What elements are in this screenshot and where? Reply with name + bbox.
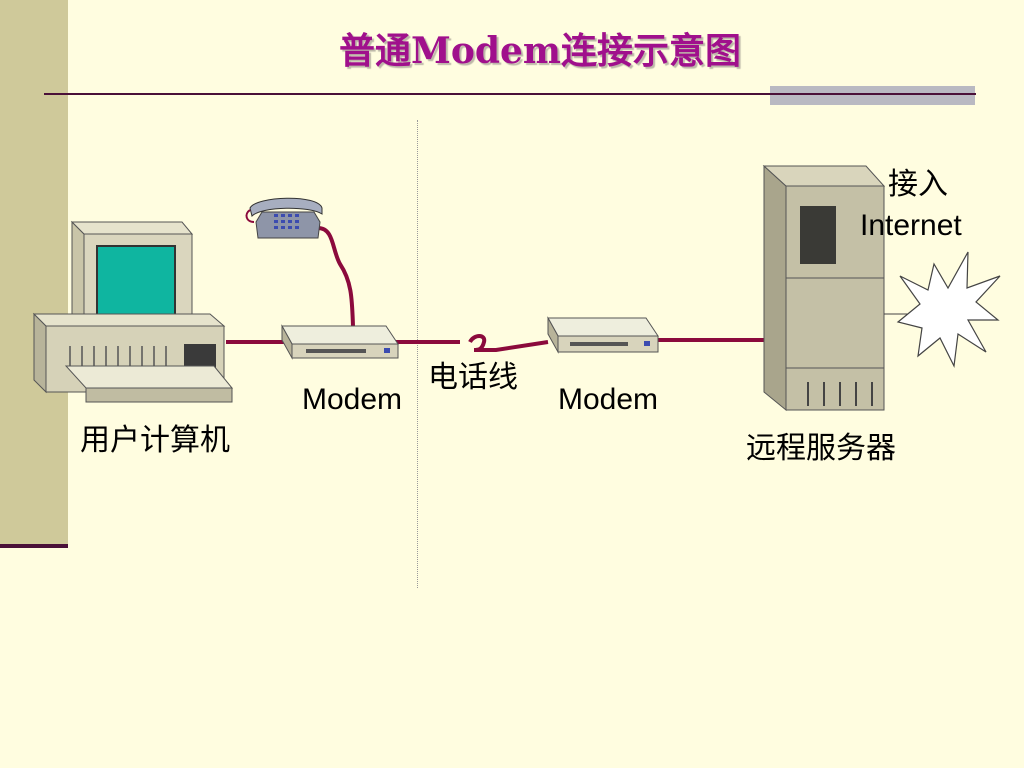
label-internet: Internet [860,209,962,242]
title-decor-bar [770,86,975,105]
section-divider [417,120,418,588]
label-access: 接入 [888,167,948,202]
label-remote-server: 远程服务器 [746,431,896,466]
internet-burst-icon [884,251,1001,369]
cable-phone-to-modem [317,226,355,327]
cables [226,226,770,352]
left-decor-band [0,0,68,548]
left-decor-line [0,544,68,548]
label-modem-left: Modem [302,383,403,416]
label-user-computer: 用户计算机 [80,423,230,458]
server-tower-icon [762,164,886,412]
label-modem-right: Modem [558,383,659,416]
phone-line-break [448,334,549,352]
modem-icon-right [547,316,659,354]
desktop-computer-icon [32,220,234,403]
modem-icon-left [281,324,399,360]
label-phone-line: 电话线 [428,360,518,395]
slide-title: 普通Modem连接示意图 [338,30,742,72]
telephone-icon [245,197,323,239]
title-rule [44,93,976,95]
